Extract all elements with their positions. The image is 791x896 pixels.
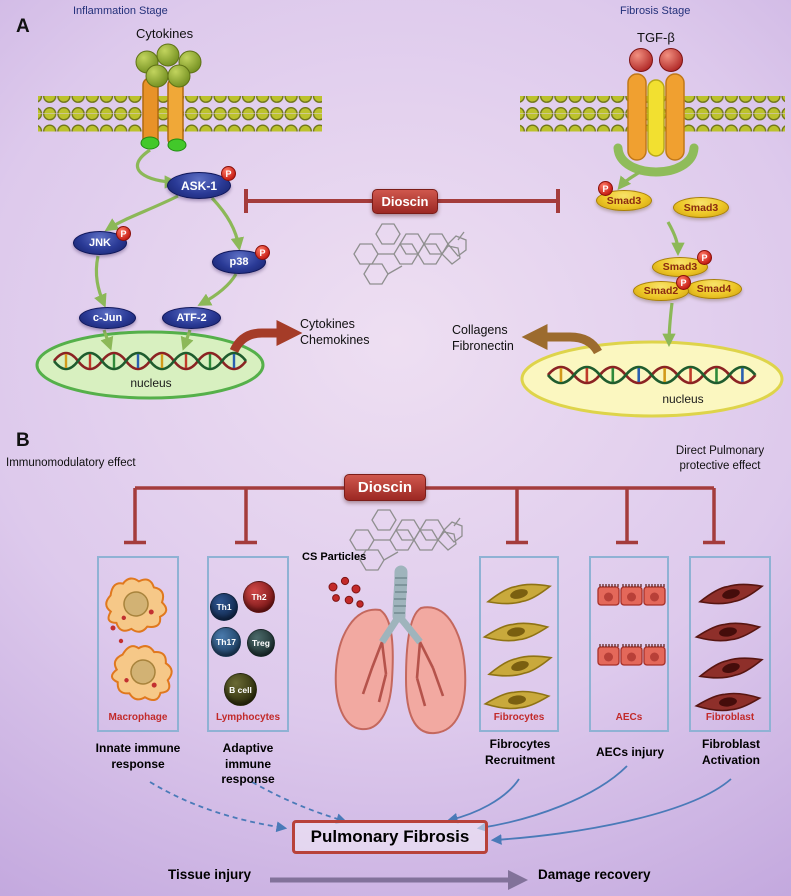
jnk-node: JNK [73, 231, 127, 255]
lungs-icon [334, 565, 467, 735]
left-output-line2: Chemokines [300, 333, 370, 347]
left-output-label: Cytokines Chemokines [300, 316, 369, 348]
caption-aecs: AECs injury [586, 745, 674, 761]
atf2-node: ATF-2 [162, 307, 221, 329]
phospho-badge-jnk: P [116, 226, 131, 241]
caption-line: Fibroblast [701, 737, 760, 751]
fibrocytes-box [479, 556, 559, 732]
dioscin-structure-b [349, 509, 463, 571]
inflammation-stage-label: Inflammation Stage [73, 5, 168, 17]
caption-line: response [221, 772, 275, 787]
collagens-output-arrow [521, 324, 602, 355]
aecs-box [589, 556, 669, 732]
nucleus-left-label: nucleus [130, 376, 172, 390]
caption-fibroblast: Fibroblast Activation [684, 737, 778, 768]
caption-line: Recruitment [484, 752, 555, 767]
caption-line: Fibrocytes [489, 737, 551, 751]
phospho-badge-smad3-complex: P [697, 250, 712, 265]
macrophage-label: Macrophage [108, 712, 168, 723]
immunomodulatory-effect-label: Immunomodulatory effect [6, 457, 136, 469]
smad3-node-1: Smad3 [596, 190, 652, 211]
caption-line: response [111, 756, 165, 771]
phospho-badge-smad3: P [598, 181, 613, 196]
tgfb-receptor-icon [613, 48, 699, 177]
tgfb-ligand-label: TGF-β [637, 30, 675, 45]
aecs-label: AECs [615, 712, 643, 723]
caption-innate: Innate immune response [90, 741, 186, 772]
phospho-badge-p38: P [255, 245, 270, 260]
caption-line: AECs injury [595, 745, 664, 759]
dioscin-structure-a [353, 223, 467, 285]
cjun-node: c-Jun [79, 307, 136, 329]
phospho-badge-smad2: P [676, 275, 691, 290]
cytokines-ligand-label: Cytokines [136, 26, 194, 41]
treg-cell: Treg [247, 629, 275, 657]
smad3-node-2: Smad3 [673, 197, 729, 218]
damage-recovery-label: Damage recovery [538, 867, 651, 882]
th17-cell: Th17 [211, 627, 241, 657]
tissue-injury-label: Tissue injury [168, 867, 252, 882]
ask1-node: ASK-1 [167, 172, 231, 199]
cs-particles-icon [328, 576, 364, 608]
direct-pulmonary-line2: protective effect [679, 459, 761, 472]
fibrosis-stage-label: Fibrosis Stage [620, 5, 691, 17]
fibrocytes-label: Fibrocytes [493, 712, 545, 723]
cell-membrane-left [38, 96, 322, 132]
th1-cell: Th1 [210, 593, 238, 621]
direct-pulmonary-label: Direct Pulmonary protective effect [652, 444, 788, 474]
caption-adaptive: Adaptive immune response [198, 741, 298, 788]
bcell-cell: B cell [224, 673, 257, 706]
right-output-label: Collagens Fibronectin [452, 322, 514, 354]
left-output-line1: Cytokines [300, 317, 355, 331]
fibroblast-label: Fibroblast [705, 712, 755, 723]
th2-cell: Th2 [243, 581, 275, 613]
dioscin-box-a: Dioscin [372, 189, 438, 214]
caption-line: Adaptive immune [222, 741, 274, 771]
right-output-line2: Fibronectin [452, 339, 514, 353]
pulmonary-fibrosis-box: Pulmonary Fibrosis [292, 820, 488, 854]
lymphocytes-box [207, 556, 289, 732]
cs-particles-label: CS Particles [302, 551, 367, 563]
nucleus-right-label: nucleus [662, 392, 704, 406]
caption-fibrocytes: Fibrocytes Recruitment [474, 737, 566, 768]
caption-line: Innate immune [95, 741, 181, 755]
smad4-node: Smad4 [686, 279, 742, 299]
cytokine-receptor-icon [135, 43, 202, 152]
phospho-badge-ask1: P [221, 166, 236, 181]
macrophage-box [97, 556, 179, 732]
direct-pulmonary-line1: Direct Pulmonary [675, 445, 765, 457]
lymphocytes-label: Lymphocytes [215, 712, 281, 723]
panel-a-label: A [16, 16, 30, 37]
fibroblast-box [689, 556, 771, 732]
panel-b-label: B [16, 430, 30, 451]
cell-membrane-right [520, 96, 785, 132]
right-output-line1: Collagens [452, 323, 508, 337]
caption-line: Activation [701, 752, 760, 767]
smad2-node: Smad2 [633, 281, 689, 301]
cytokines-output-arrow [229, 320, 303, 354]
dioscin-box-b: Dioscin [344, 474, 426, 501]
